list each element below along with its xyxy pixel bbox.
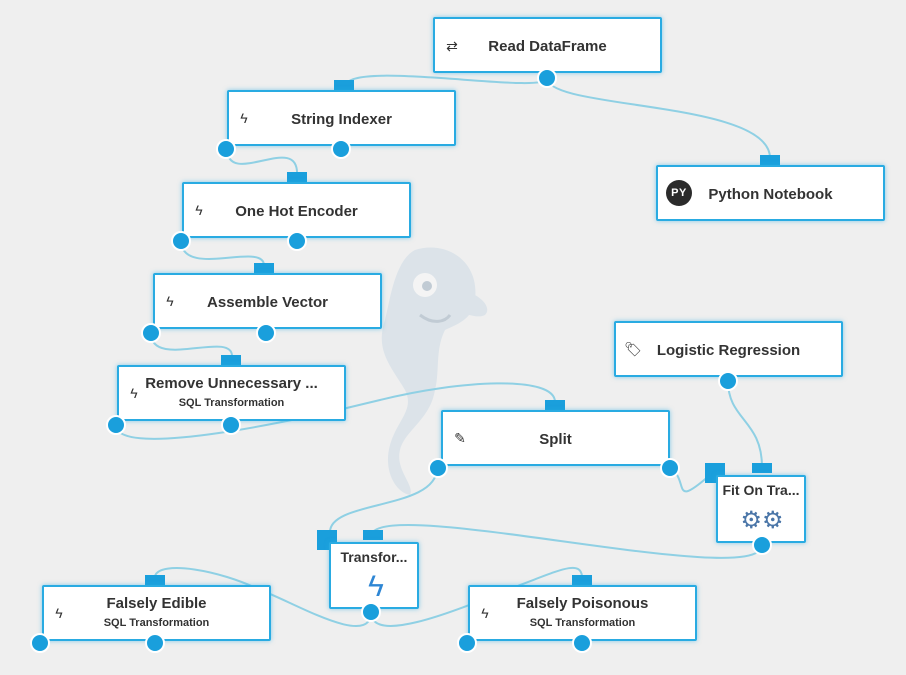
input-port[interactable] <box>254 263 274 273</box>
lightning-icon: ϟ <box>166 293 174 309</box>
edge-one-hot-to-assemble <box>180 239 266 267</box>
output-port[interactable] <box>256 323 276 343</box>
output-port[interactable] <box>145 633 165 653</box>
node-title: One Hot Encoder <box>235 203 358 220</box>
output-port[interactable] <box>331 139 351 159</box>
node-title: Falsely Edible <box>106 595 207 612</box>
output-port[interactable] <box>221 415 241 435</box>
node-split[interactable]: ✎ Split <box>441 410 670 466</box>
output-port[interactable] <box>537 68 557 88</box>
node-fit-on-transform[interactable]: Fit On Tra... ⚙⚙ <box>716 475 806 543</box>
gears-icon: ⚙⚙ <box>740 506 784 534</box>
output-port[interactable] <box>216 139 236 159</box>
node-one-hot-encoder[interactable]: ϟ One Hot Encoder <box>182 182 411 238</box>
node-assemble-vector[interactable]: ϟ Assemble Vector <box>153 273 382 329</box>
swap-arrows-icon: ⇄ <box>446 37 458 54</box>
node-title: Transfor... <box>340 549 408 565</box>
edge-fit-to-transform <box>372 524 763 559</box>
lightning-icon: ϟ <box>55 605 63 621</box>
node-subtitle: SQL Transformation <box>178 397 285 409</box>
lightning-icon: ϟ <box>368 570 384 603</box>
node-title: Logistic Regression <box>656 342 801 359</box>
node-title: Assemble Vector <box>207 294 328 311</box>
lightning-icon: ϟ <box>481 605 489 621</box>
input-port[interactable] <box>221 355 241 365</box>
node-python-notebook[interactable]: PY Python Notebook <box>656 165 885 221</box>
node-title: Read DataFrame <box>488 38 607 55</box>
output-port[interactable] <box>752 535 772 555</box>
output-port[interactable] <box>572 633 592 653</box>
node-subtitle: SQL Transformation <box>103 617 210 629</box>
node-falsely-poisonous[interactable]: ϟ Falsely Poisonous SQL Transformation <box>468 585 697 641</box>
output-port[interactable] <box>106 415 126 435</box>
input-port[interactable] <box>145 575 165 585</box>
output-port[interactable] <box>457 633 477 653</box>
tag-icon: 🏷 <box>624 340 642 357</box>
node-read-dataframe[interactable]: ⇄ Read DataFrame <box>433 17 662 73</box>
edit-icon: ✎ <box>454 429 466 446</box>
node-logistic-regression[interactable]: 🏷 Logistic Regression <box>614 321 843 377</box>
node-string-indexer[interactable]: ϟ String Indexer <box>227 90 456 146</box>
input-port[interactable] <box>363 530 383 540</box>
node-title: Split <box>539 431 572 448</box>
edge-assemble-to-remove <box>150 332 233 357</box>
node-title: Python Notebook <box>708 186 833 203</box>
node-title: Falsely Poisonous <box>516 595 649 612</box>
python-badge-icon: PY <box>666 180 692 206</box>
input-port[interactable] <box>334 80 354 90</box>
node-title: Fit On Tra... <box>722 482 800 498</box>
node-subtitle: SQL Transformation <box>529 617 636 629</box>
input-port[interactable] <box>752 463 772 473</box>
edge-read-to-string-indexer <box>344 74 548 88</box>
output-port[interactable] <box>361 602 381 622</box>
lightning-icon: ϟ <box>195 202 203 218</box>
input-port[interactable] <box>287 172 307 182</box>
node-falsely-edible[interactable]: ϟ Falsely Edible SQL Transformation <box>42 585 271 641</box>
output-port[interactable] <box>171 231 191 251</box>
node-title: Remove Unnecessary ... <box>145 375 318 392</box>
node-title: String Indexer <box>291 111 392 128</box>
node-transform[interactable]: Transfor... ϟ <box>329 542 419 609</box>
edge-read-to-python-notebook <box>546 77 771 159</box>
lightning-icon: ϟ <box>240 110 248 126</box>
edge-logistic-to-fit <box>727 380 763 468</box>
output-port[interactable] <box>660 458 680 478</box>
output-port[interactable] <box>141 323 161 343</box>
output-port[interactable] <box>718 371 738 391</box>
input-port[interactable] <box>760 155 780 165</box>
lightning-icon: ϟ <box>130 385 138 401</box>
node-remove-unnecessary[interactable]: ϟ Remove Unnecessary ... SQL Transformat… <box>117 365 346 421</box>
output-port[interactable] <box>287 231 307 251</box>
output-port[interactable] <box>428 458 448 478</box>
output-port[interactable] <box>30 633 50 653</box>
input-port[interactable] <box>572 575 592 585</box>
input-port[interactable] <box>545 400 565 410</box>
